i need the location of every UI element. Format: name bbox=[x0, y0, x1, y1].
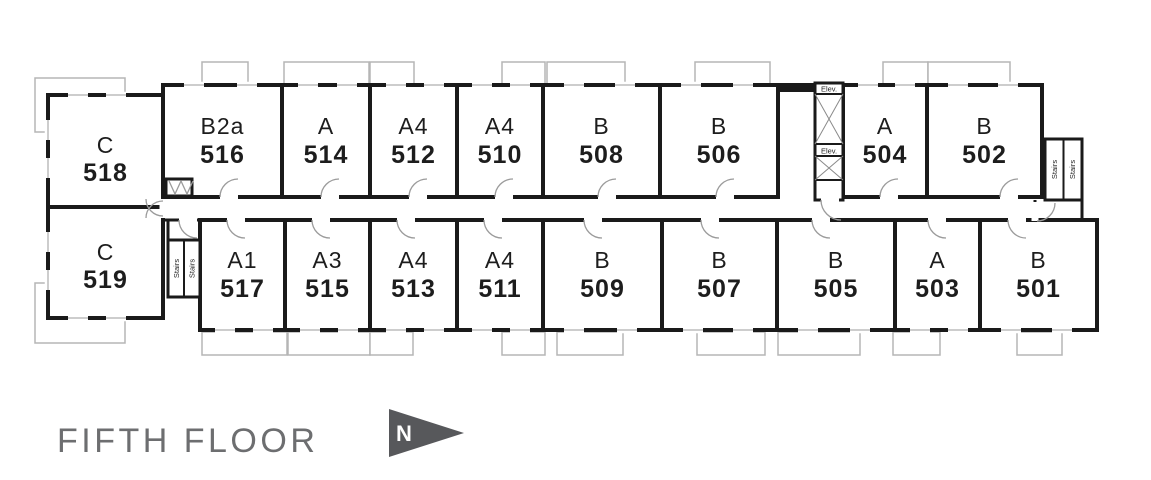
stairs-label: Stairs bbox=[1068, 160, 1077, 179]
unit-number-label: 502 bbox=[962, 141, 1007, 169]
unit-517: A1 517 bbox=[198, 218, 287, 332]
unit-number-label: 508 bbox=[579, 141, 624, 169]
unit-number-label: 514 bbox=[304, 141, 349, 169]
unit-type-label: C bbox=[97, 239, 115, 265]
unit-510: A4 510 bbox=[455, 83, 545, 199]
unit-type-label: A4 bbox=[398, 113, 428, 139]
unit-519: C 519 bbox=[46, 205, 165, 320]
unit-508: B 508 bbox=[541, 83, 662, 199]
unit-513-highlighted: A4 513 bbox=[368, 218, 459, 332]
unit-number-label: 503 bbox=[915, 275, 960, 303]
unit-type-label: A4 bbox=[485, 113, 515, 139]
unit-509-shape[interactable] bbox=[541, 218, 664, 332]
north-arrow-shape bbox=[389, 409, 464, 457]
units: C 518 B2a 516 A 514 A4 512 A4 510 B 508 bbox=[46, 83, 1099, 332]
stairs-right: Stairs Stairs bbox=[1033, 137, 1084, 220]
unit-503: A 503 bbox=[893, 218, 982, 332]
unit-number-label: 504 bbox=[863, 141, 908, 169]
unit-507-shape[interactable] bbox=[660, 218, 779, 332]
unit-type-label: A4 bbox=[485, 247, 515, 273]
unit-number-label: 511 bbox=[478, 275, 521, 303]
unit-509: B 509 bbox=[541, 218, 664, 332]
unit-number-label: 516 bbox=[200, 141, 245, 169]
unit-type-label: A bbox=[929, 247, 945, 273]
unit-505: B 505 bbox=[775, 218, 897, 332]
unit-506: B 506 bbox=[658, 83, 780, 199]
unit-number-label: 501 bbox=[1016, 275, 1061, 303]
unit-type-label: B bbox=[711, 247, 727, 273]
unit-518: C 518 bbox=[46, 93, 165, 209]
unit-511: A4 511 bbox=[455, 218, 545, 332]
unit-number-label: 505 bbox=[814, 275, 859, 303]
unit-501: B 501 bbox=[978, 218, 1099, 332]
elevator-label: Elev. bbox=[821, 85, 837, 94]
unit-number-label: 517 bbox=[220, 275, 265, 303]
floor-title: FIFTH FLOOR bbox=[57, 422, 318, 460]
unit-number-label: 515 bbox=[305, 275, 350, 303]
unit-506-shape[interactable] bbox=[658, 83, 780, 199]
stairs-left: Stairs Stairs bbox=[163, 218, 202, 299]
unit-type-label: B bbox=[593, 113, 609, 139]
lobby-wall bbox=[776, 83, 817, 92]
unit-number-label: 512 bbox=[391, 141, 436, 169]
unit-515: A3 515 bbox=[283, 218, 372, 332]
north-arrow: N bbox=[389, 409, 464, 457]
unit-504: A 504 bbox=[841, 83, 929, 199]
unit-510-shape[interactable] bbox=[455, 83, 545, 199]
unit-502-shape[interactable] bbox=[925, 83, 1044, 199]
stairs-label: Stairs bbox=[188, 259, 197, 278]
stairs-label: Stairs bbox=[172, 259, 181, 278]
unit-type-label: B bbox=[594, 247, 610, 273]
elevator-shaft: Elev. Elev. bbox=[813, 81, 845, 202]
unit-type-label: B bbox=[828, 247, 844, 273]
unit-type-label: A bbox=[318, 113, 334, 139]
unit-number-label: 519 bbox=[83, 266, 128, 294]
unit-number-label: 513 bbox=[391, 275, 436, 303]
unit-number-label: 506 bbox=[697, 141, 742, 169]
unit-type-label: A4 bbox=[398, 247, 428, 273]
unit-508-shape[interactable] bbox=[541, 83, 662, 199]
unit-type-label: B bbox=[711, 113, 727, 139]
elevator-label: Elev. bbox=[821, 147, 837, 156]
unit-type-label: B bbox=[1030, 247, 1046, 273]
unit-type-label: C bbox=[97, 132, 115, 158]
building-core: Elev. Elev. Stairs Stairs Stairs Stairs bbox=[163, 81, 1084, 299]
unit-type-label: A3 bbox=[312, 247, 342, 273]
unit-type-label: A1 bbox=[227, 247, 257, 273]
closet-door-chevrons bbox=[168, 180, 194, 196]
elevator-hatch bbox=[814, 93, 844, 181]
stairs-label: Stairs bbox=[1050, 160, 1059, 179]
unit-514: A 514 bbox=[280, 83, 372, 199]
unit-519-shape[interactable] bbox=[46, 205, 165, 320]
unit-502: B 502 bbox=[925, 83, 1044, 199]
doors bbox=[145, 178, 1056, 239]
north-label: N bbox=[396, 421, 412, 446]
unit-507: B 507 bbox=[660, 218, 779, 332]
unit-type-label: B2a bbox=[201, 113, 245, 139]
unit-number-label: 510 bbox=[478, 141, 523, 169]
unit-number-label: 509 bbox=[580, 275, 625, 303]
unit-type-label: A bbox=[877, 113, 893, 139]
unit-512: A4 512 bbox=[368, 83, 459, 199]
unit-type-label: B bbox=[976, 113, 992, 139]
unit-501-shape[interactable] bbox=[978, 218, 1099, 332]
closet bbox=[164, 177, 194, 198]
unit-number-label: 518 bbox=[83, 159, 128, 187]
unit-number-label: 507 bbox=[697, 275, 742, 303]
